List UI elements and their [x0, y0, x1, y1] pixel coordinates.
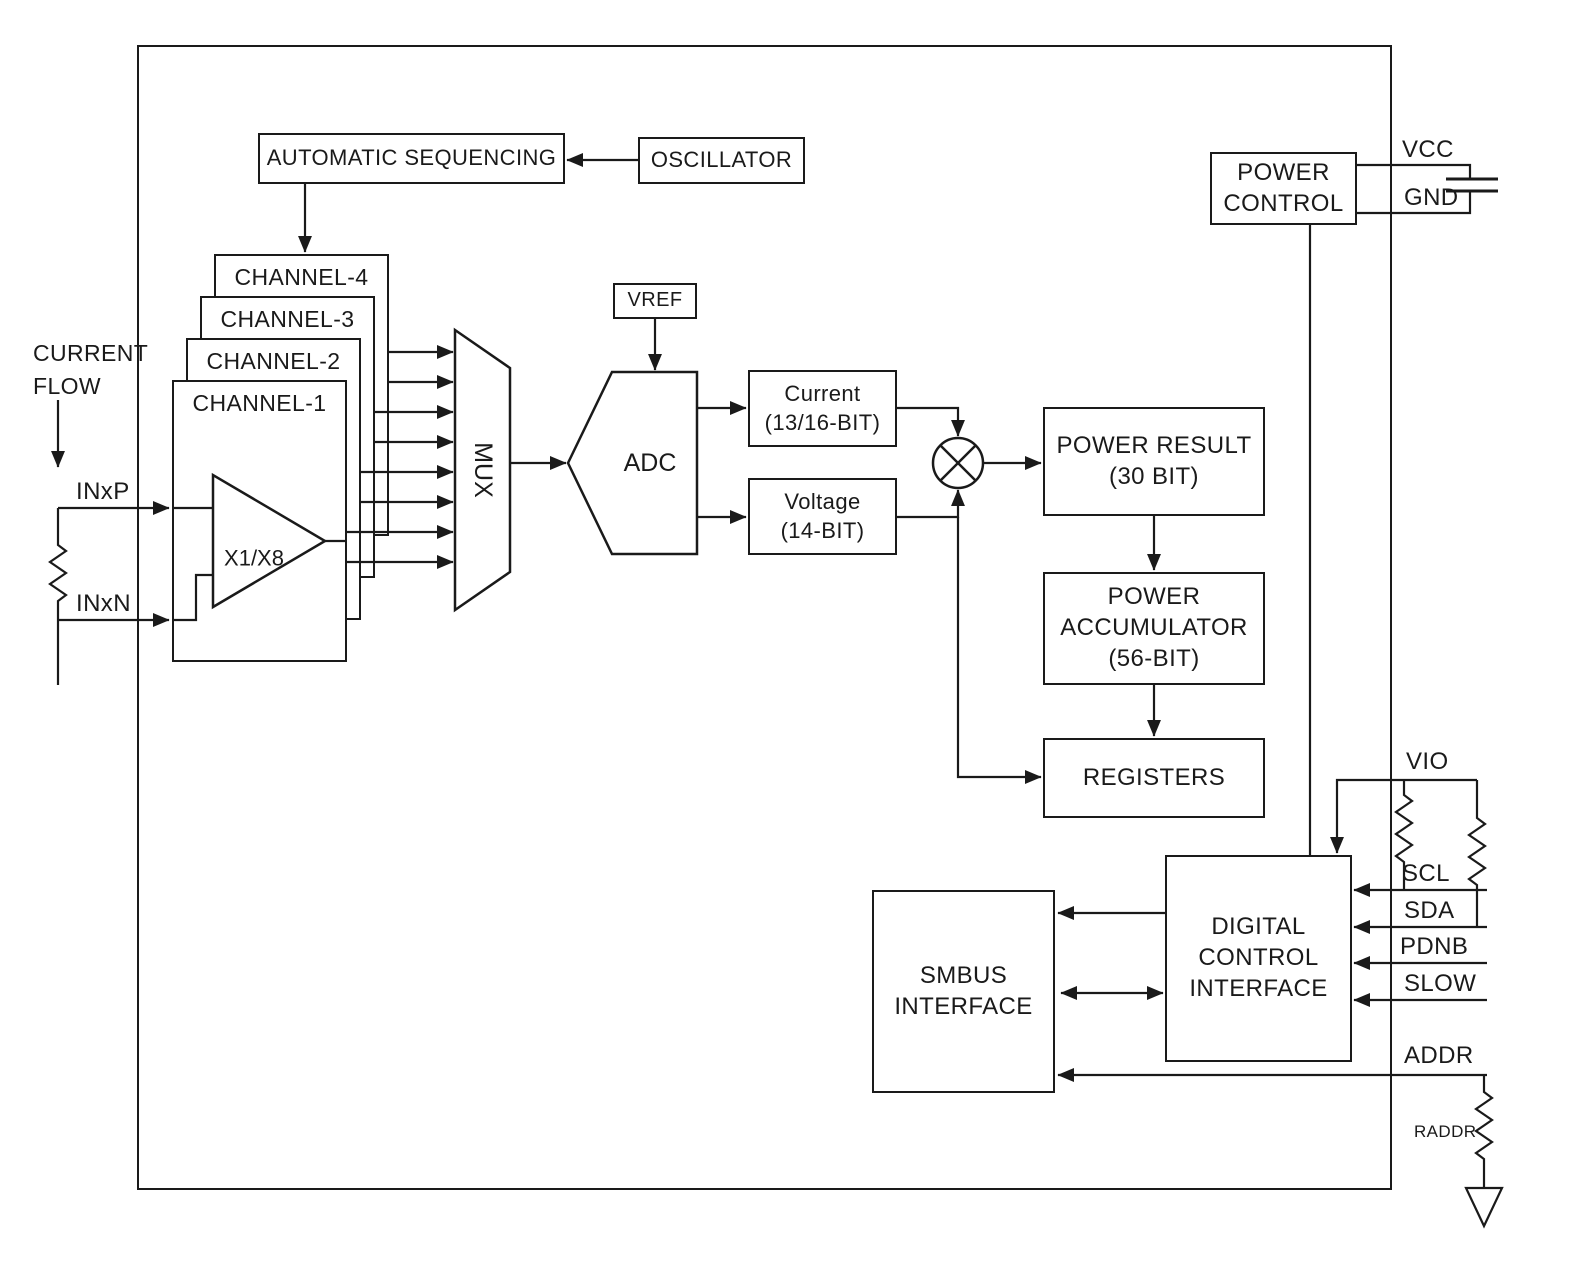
current-result-line2: (13/16-BIT)	[764, 409, 881, 435]
sense-resistor-icon	[48, 508, 68, 685]
gnd-pin-label: GND	[1404, 184, 1459, 211]
inxn-pin-label: INxN	[76, 590, 131, 617]
voltage-result-line1: Voltage	[784, 489, 861, 515]
automatic-sequencing-block: AUTOMATIC SEQUENCING	[258, 133, 565, 184]
power-result-line2: (30 BIT)	[1109, 462, 1199, 490]
inxp-pin-label: INxP	[76, 478, 130, 505]
ground-icon	[1464, 1186, 1504, 1229]
registers-block: REGISTERS	[1043, 738, 1265, 818]
smbus-interface-block: SMBUS INTERFACE	[872, 890, 1055, 1093]
chip-outline	[137, 45, 1392, 1190]
sda-pin-label: SDA	[1404, 897, 1455, 924]
vio-pin-label: VIO	[1406, 748, 1449, 775]
raddr-label: RADDR	[1414, 1122, 1477, 1141]
oscillator-block: OSCILLATOR	[638, 137, 805, 184]
channel-1-block: CHANNEL-1	[172, 380, 347, 662]
digital-control-interface-block: DIGITAL CONTROL INTERFACE	[1165, 855, 1352, 1062]
vcc-pin-label: VCC	[1402, 136, 1454, 163]
scl-pin-label: SCL	[1402, 860, 1450, 887]
automatic-sequencing-label: AUTOMATIC SEQUENCING	[266, 145, 557, 171]
current-result-line1: Current	[784, 381, 861, 407]
current-result-block: Current (13/16-BIT)	[748, 370, 897, 447]
power-result-block: POWER RESULT (30 BIT)	[1043, 407, 1265, 516]
voltage-result-block: Voltage (14-BIT)	[748, 478, 897, 555]
raddr-resistor-icon	[1474, 1075, 1494, 1188]
power-result-line1: POWER RESULT	[1056, 431, 1252, 459]
current-flow-label: CURRENT FLOW	[33, 337, 148, 404]
pdnb-pin-label: PDNB	[1400, 933, 1469, 960]
vref-label: VREF	[627, 289, 683, 312]
current-flow-line1: CURRENT	[33, 340, 149, 366]
power-control-line1: POWER	[1237, 158, 1330, 186]
power-control-line2: CONTROL	[1223, 189, 1344, 217]
voltage-result-line2: (14-BIT)	[780, 517, 865, 543]
power-accumulator-line2: ACCUMULATOR	[1060, 614, 1248, 642]
vref-block: VREF	[613, 283, 697, 319]
slow-pin-label: SLOW	[1404, 970, 1477, 997]
addr-pin-label: ADDR	[1404, 1042, 1474, 1069]
digital-control-interface-line3: INTERFACE	[1189, 974, 1328, 1002]
power-control-block: POWER CONTROL	[1210, 152, 1357, 225]
current-flow-line2: FLOW	[33, 373, 102, 400]
power-accumulator-line3: (56-BIT)	[1108, 644, 1200, 672]
digital-control-interface-line1: DIGITAL	[1211, 913, 1306, 941]
oscillator-label: OSCILLATOR	[650, 147, 793, 173]
channel-2-label: CHANNEL-2	[206, 348, 341, 374]
channel-3-label: CHANNEL-3	[220, 306, 355, 332]
pullup-resistor-sda-icon	[1467, 780, 1487, 927]
power-accumulator-line1: POWER	[1107, 583, 1201, 611]
digital-control-interface-line2: CONTROL	[1198, 944, 1319, 972]
smbus-interface-line1: SMBUS	[919, 961, 1008, 989]
smbus-interface-line2: INTERFACE	[894, 992, 1033, 1020]
channel-4-label: CHANNEL-4	[234, 264, 369, 290]
power-accumulator-block: POWER ACCUMULATOR (56-BIT)	[1043, 572, 1265, 685]
channel-1-label: CHANNEL-1	[192, 390, 327, 416]
registers-label: REGISTERS	[1082, 763, 1226, 791]
